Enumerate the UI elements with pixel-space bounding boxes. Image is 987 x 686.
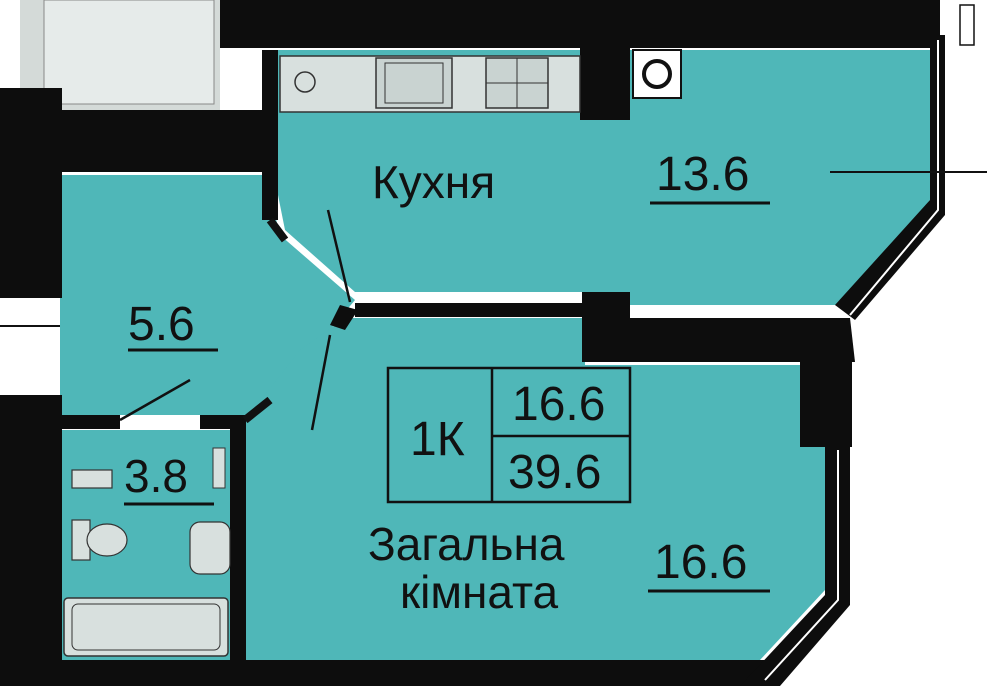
wall-bath-right — [230, 420, 246, 665]
sink-icon — [375, 57, 453, 109]
door-jamb-kitchen — [266, 217, 289, 243]
wall-right-lower — [740, 445, 850, 686]
boiler-ring — [642, 59, 672, 89]
sink-basin — [384, 62, 444, 104]
door-living — [310, 334, 332, 431]
bathroom-fixtures — [63, 447, 231, 657]
kitchen-fixtures — [279, 49, 682, 113]
pillar-right — [800, 362, 852, 447]
living-floor — [245, 318, 825, 660]
window-living — [764, 450, 839, 681]
living-label-line2: кімната — [400, 566, 558, 618]
bathtub-inner — [71, 603, 221, 651]
wall-left-lower — [0, 395, 62, 686]
wall-bath-top — [50, 415, 120, 429]
kitchen-floor — [275, 50, 930, 305]
wall-right-upper — [835, 35, 945, 320]
summary-box: 1К 16.6 39.6 — [386, 366, 632, 504]
wall-bottom — [0, 660, 770, 686]
door-bathroom — [119, 378, 191, 422]
door-jamb — [242, 396, 273, 424]
living-label-line1: Загальна — [368, 518, 565, 570]
window-kitchen — [849, 40, 939, 316]
outer-frame — [959, 4, 975, 46]
kitchen-area: 13.6 — [656, 148, 749, 201]
door-hinge — [330, 305, 358, 330]
washbasin-icon — [189, 521, 231, 575]
kitchen-label: Кухня — [372, 156, 495, 208]
bathtub-icon — [63, 597, 229, 657]
toilet-icon — [86, 523, 128, 557]
wall-kitchen-left — [262, 50, 278, 220]
bathroom-area: 3.8 — [124, 450, 188, 502]
total-area: 39.6 — [508, 446, 601, 499]
doors — [119, 209, 352, 431]
washer-icon — [294, 71, 316, 93]
wall-partition — [355, 303, 585, 317]
heater-icon — [71, 469, 113, 489]
towel-rail-icon — [212, 447, 226, 489]
hall-area: 5.6 — [128, 298, 195, 351]
living-area-summary: 16.6 — [512, 378, 605, 431]
door-kitchen — [326, 209, 352, 303]
wall-top — [220, 0, 940, 48]
balcony-floor — [43, 0, 215, 105]
windows — [764, 40, 939, 681]
living-area: 16.6 — [654, 536, 747, 589]
wall-living-top — [582, 318, 855, 362]
boiler-icon — [632, 49, 682, 99]
apartment-type: 1К — [410, 413, 465, 466]
wall-balcony — [30, 110, 270, 172]
vent-block — [580, 48, 630, 120]
